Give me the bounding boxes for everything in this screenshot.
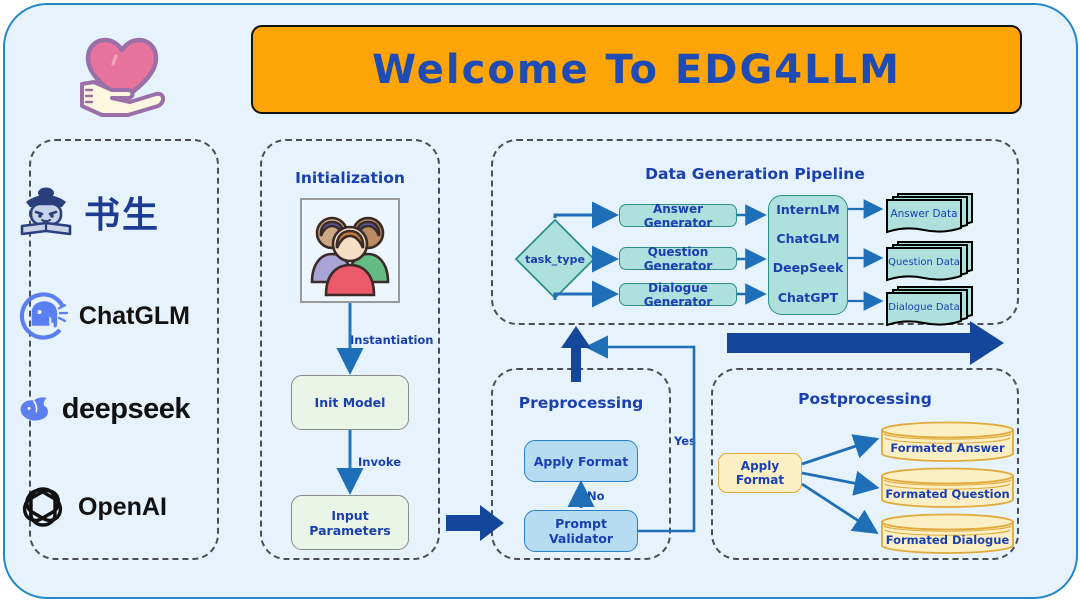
edge-label-yes: Yes: [674, 434, 696, 448]
title-banner: Welcome To EDG4LLM: [251, 25, 1022, 114]
edge-label-invoke: Invoke: [358, 455, 402, 469]
model-item-openai: OpenAI: [0, 482, 190, 532]
initialization-title: Initialization: [295, 169, 405, 187]
model-label-chatglm: ChatGLM: [78, 301, 190, 330]
node-question-generator: Question Generator: [619, 245, 737, 273]
node-prompt-validator: Prompt Validator: [524, 510, 638, 552]
llm-backends-box: [768, 195, 848, 315]
heart-in-hand-icon: [80, 37, 165, 117]
internlm-scholar-icon: [20, 187, 72, 236]
store-formated-question: Formated Question: [880, 467, 1015, 509]
chatglm-elephant-icon: [19, 292, 69, 340]
output-label: Answer Data: [890, 208, 958, 220]
initialization-panel: [260, 139, 440, 560]
decision-label: task_type: [525, 252, 585, 266]
preprocessing-title: Preprocessing: [518, 394, 644, 412]
output-label: Dialogue Data: [888, 301, 960, 313]
output-question-data: Question Data: [884, 239, 973, 282]
model-item-deepseek: deepseek: [0, 386, 191, 432]
model-label-internlm: 书生: [84, 194, 161, 235]
models-panel: [29, 139, 219, 560]
node-input-parameters: Input Parameters: [291, 495, 409, 550]
store-label: Formated Answer: [890, 441, 1005, 455]
store-formated-dialogue: Formated Dialogue: [880, 513, 1015, 555]
pipeline-title: Data Generation Pipeline: [645, 165, 865, 183]
users-group-icon: [300, 198, 400, 303]
decision-task-type: task_type: [514, 218, 596, 300]
llm-chatglm: ChatGLM: [776, 230, 840, 246]
model-item-internlm: 书生: [0, 186, 190, 238]
node-dialogue-generator: Dialogue Generator: [619, 281, 737, 309]
node-answer-generator: Answer Generator: [619, 202, 737, 230]
deepseek-whale-icon: [20, 397, 48, 421]
store-formated-answer: Formated Answer: [880, 421, 1015, 463]
llm-deepseek: DeepSeek: [772, 259, 844, 275]
edge-label-instantiation: Instantiation: [350, 333, 434, 347]
llm-internlm: InternLM: [776, 201, 840, 217]
llm-chatgpt: ChatGPT: [777, 289, 839, 305]
page-title: Welcome To EDG4LLM: [372, 46, 901, 93]
model-label-openai: OpenAI: [78, 492, 167, 521]
store-label: Formated Dialogue: [885, 533, 1010, 547]
node-post-apply-format: Apply Format: [718, 453, 802, 493]
model-item-chatglm: ChatGLM: [0, 290, 190, 342]
openai-knot-icon: [22, 487, 63, 527]
postprocessing-panel: [711, 368, 1019, 560]
output-answer-data: Answer Data: [884, 191, 973, 234]
edge-label-no: No: [587, 489, 605, 503]
model-label-deepseek: deepseek: [61, 392, 191, 425]
output-label: Question Data: [888, 256, 960, 268]
node-pre-apply-format: Apply Format: [524, 440, 638, 482]
output-dialogue-data: Dialogue Data: [884, 284, 973, 327]
postprocessing-title: Postprocessing: [798, 390, 932, 408]
store-label: Formated Question: [885, 487, 1010, 501]
node-init-model: Init Model: [291, 375, 409, 430]
